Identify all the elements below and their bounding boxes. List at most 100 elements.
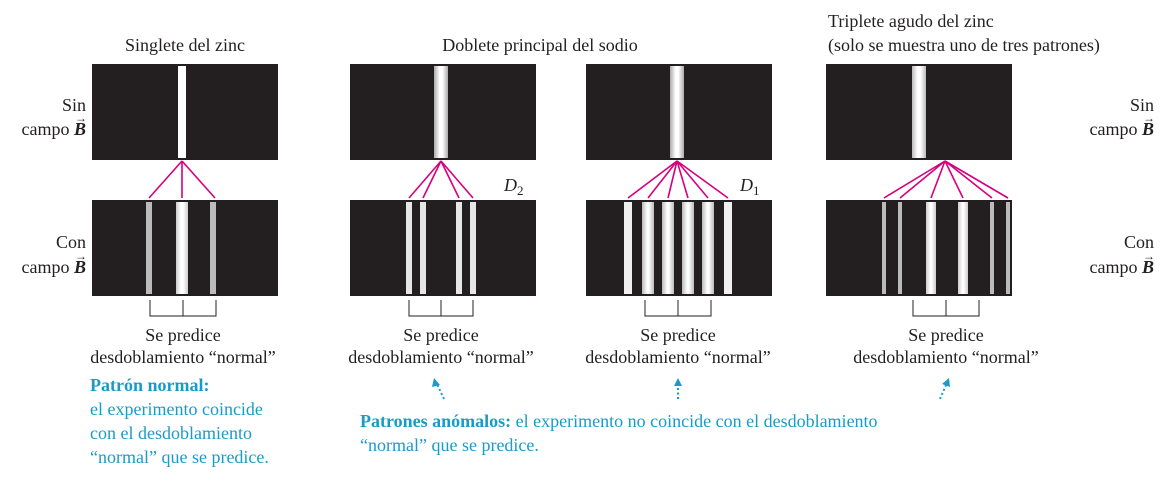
- note-anomalous-line2: “normal” que se predice.: [360, 435, 539, 455]
- spectral-line: [702, 202, 714, 294]
- bracket: [408, 300, 474, 317]
- connector-line: [148, 160, 183, 199]
- panel-zinc-singlet-no-field: [92, 64, 278, 160]
- spectral-line: [898, 202, 902, 294]
- spectral-line: [912, 66, 926, 158]
- spectral-line: [662, 202, 674, 294]
- panel-zinc-triplet-with-field: [826, 200, 1012, 296]
- connector-line: [944, 160, 993, 199]
- connector-line: [676, 160, 689, 199]
- label-no-field-right-2: campo →B: [1050, 111, 1155, 140]
- d-subscript: 1: [753, 183, 760, 198]
- note-normal-line1: el experimento coincide: [90, 399, 263, 419]
- b-letter: B: [1141, 257, 1154, 277]
- note-normal-line2: con el desdoblamiento: [90, 423, 252, 443]
- bracket: [912, 300, 980, 317]
- connector-line: [667, 160, 678, 199]
- spectral-line: [1006, 202, 1010, 294]
- label-no-field-left-1: Sin: [61, 95, 86, 115]
- spectral-line: [146, 202, 152, 294]
- connector-line: [930, 160, 946, 199]
- title-zinc-triplet: Triplete agudo del zinc: [828, 11, 994, 31]
- spectral-line: [926, 202, 936, 294]
- connector-line: [944, 160, 1009, 199]
- prediction-zinc-triplet-2: desdoblamiento “normal”: [853, 347, 1039, 367]
- title-zinc-triplet-note: (solo se muestra uno de tres patrones): [828, 35, 1100, 55]
- connector-line: [627, 160, 678, 199]
- d-letter: D: [740, 175, 753, 195]
- panel-sodium-d2-with-field: [350, 200, 536, 296]
- label-with-field-left-1: Con: [55, 232, 86, 252]
- spectral-line: [178, 66, 186, 158]
- connector-line: [181, 160, 216, 199]
- bracket: [644, 300, 712, 317]
- connector-line: [676, 160, 709, 199]
- prediction-zinc-singlet-1: Se predice: [145, 325, 221, 345]
- prediction-sodium-d1-1: Se predice: [640, 325, 716, 345]
- label-with-field-right-2: campo →B: [1050, 249, 1155, 278]
- connector-line: [408, 160, 442, 199]
- vector-arrow: →: [74, 249, 87, 263]
- vector-arrow: →: [1142, 249, 1155, 263]
- panel-zinc-triplet-no-field: [826, 64, 1012, 160]
- title-zinc-singlet: Singlete del zinc: [125, 35, 245, 55]
- vector-b-symbol: →B: [1141, 249, 1155, 278]
- spectral-line: [624, 202, 632, 294]
- panel-sodium-d2-no-field: [350, 64, 536, 160]
- spectral-line: [682, 202, 694, 294]
- connector-line: [883, 160, 946, 199]
- d-letter: D: [504, 175, 517, 195]
- b-letter: B: [73, 257, 86, 277]
- connector-line: [899, 160, 946, 199]
- dotted-arrow-icon: [939, 378, 950, 400]
- note-anomalous-text: el experimento no coincide con el desdob…: [511, 411, 878, 431]
- spectral-line: [176, 202, 188, 294]
- spectral-line: [406, 202, 412, 294]
- panel-sodium-d1-no-field: [586, 64, 772, 160]
- b-letter: B: [73, 119, 86, 139]
- vector-arrow: →: [1142, 111, 1155, 125]
- label-no-field-left-2: campo →B: [0, 111, 87, 140]
- note-normal-line3: “normal” que se predice.: [90, 447, 269, 467]
- connector-line: [422, 160, 442, 199]
- connector-line: [647, 160, 678, 199]
- d-subscript: 2: [517, 183, 524, 198]
- dotted-arrow-icon: [432, 378, 445, 400]
- label-campo: campo: [21, 119, 70, 139]
- note-anomalous-title: Patrones anómalos:: [360, 411, 512, 431]
- connector-line: [944, 160, 964, 199]
- prediction-sodium-d1-2: desdoblamiento “normal”: [585, 347, 771, 367]
- connector-line: [676, 160, 729, 199]
- spectral-line: [958, 202, 968, 294]
- panel-sodium-d1-with-field: [586, 200, 772, 296]
- label-with-field-right-1: Con: [1123, 232, 1154, 252]
- label-with-field-left-2: campo →B: [0, 249, 87, 278]
- note-normal-title: Patrón normal:: [90, 375, 210, 395]
- label-no-field-right-1: Sin: [1129, 95, 1154, 115]
- bracket: [149, 300, 217, 317]
- connector-line: [440, 160, 474, 199]
- spectral-line: [456, 202, 462, 294]
- spectral-line: [990, 202, 994, 294]
- spectral-line: [420, 202, 426, 294]
- note-anomalous-line1: Patrones anómalos: el experimento no coi…: [360, 410, 878, 432]
- vector-b-symbol: →B: [73, 111, 87, 140]
- b-letter: B: [1141, 119, 1154, 139]
- spectral-line: [724, 202, 732, 294]
- label-campo: campo: [1089, 257, 1138, 277]
- vector-b-symbol: →B: [1141, 111, 1155, 140]
- vector-arrow: →: [74, 111, 87, 125]
- prediction-sodium-d2-2: desdoblamiento “normal”: [348, 347, 534, 367]
- spectral-line: [642, 202, 654, 294]
- label-campo: campo: [1089, 119, 1138, 139]
- panel-zinc-singlet-with-field: [92, 200, 278, 296]
- prediction-brackets: [149, 300, 980, 317]
- dotted-arrows: [432, 378, 950, 400]
- spectral-line: [434, 66, 448, 158]
- prediction-sodium-d2-1: Se predice: [403, 325, 479, 345]
- title-sodium-doublet: Doblete principal del sodio: [442, 35, 638, 55]
- prediction-zinc-singlet-2: desdoblamiento “normal”: [90, 347, 276, 367]
- label-d1: D1: [740, 174, 760, 202]
- spectral-line: [882, 202, 886, 294]
